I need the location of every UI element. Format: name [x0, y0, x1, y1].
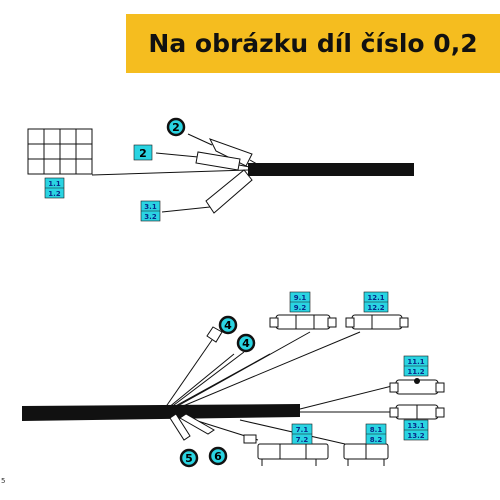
connector-11 — [389, 378, 445, 395]
tag-8-line1: 8.1 — [370, 426, 383, 434]
tag-1-line1: 1.1 — [48, 180, 61, 188]
tag-8-line2: 8.2 — [370, 436, 383, 444]
callout-4-left: 4 — [218, 315, 238, 335]
callout-4-left-label: 4 — [224, 319, 232, 332]
bottom-branches — [164, 326, 394, 445]
connector-12 — [345, 314, 409, 330]
grid-connector — [27, 128, 93, 175]
callout-2-upper-label: 2 — [172, 121, 180, 134]
tag-7-line2: 7.2 — [296, 436, 309, 444]
tag-12: 12.1 12.2 — [363, 291, 389, 313]
tag-3-line2: 3.2 — [144, 213, 157, 221]
tag-3-line1: 3.1 — [144, 203, 157, 211]
callout-4-right-label: 4 — [242, 337, 250, 350]
tag-11-line1: 11.1 — [407, 358, 424, 366]
top-harness-trunk — [248, 163, 414, 176]
top-branch-lower — [161, 169, 256, 214]
callout-5-label: 5 — [185, 452, 193, 465]
tag-12-line2: 12.2 — [367, 304, 384, 312]
title-banner: Na obrázku díl číslo 0,2 — [126, 14, 500, 73]
top-branch-middle — [155, 151, 256, 171]
tag-7-line1: 7.1 — [296, 426, 309, 434]
callout-4-right: 4 — [236, 333, 256, 353]
tag-13-line1: 13.1 — [407, 422, 424, 430]
top-assembly: 2 2 1.1 1.2 3.1 3.2 — [27, 117, 414, 222]
corner-mark: 5 — [1, 477, 5, 485]
tag-7: 7.1 7.2 — [291, 423, 313, 445]
callout-5: 5 — [179, 448, 199, 468]
callout-2-lower: 2 — [133, 144, 153, 161]
bottom-harness-trunk — [22, 404, 300, 421]
connector-8 — [343, 443, 389, 466]
tag-11: 11.1 11.2 — [403, 355, 429, 377]
tag-13: 13.1 13.2 — [403, 419, 429, 441]
tag-12-line1: 12.1 — [367, 294, 384, 302]
callout-6-label: 6 — [214, 450, 222, 463]
tag-9-line1: 9.1 — [294, 294, 307, 302]
callout-2-lower-label: 2 — [139, 147, 147, 160]
top-wire-main — [91, 169, 249, 176]
connector-9 — [269, 314, 337, 330]
tag-9-line2: 9.2 — [294, 304, 307, 312]
callout-2-upper: 2 — [166, 117, 186, 137]
tag-8: 8.1 8.2 — [365, 423, 387, 445]
tag-1-line2: 1.2 — [48, 190, 61, 198]
connector-13 — [389, 404, 445, 420]
bottom-assembly: 4 4 5 6 9.1 9.2 12.1 12.2 — [22, 291, 445, 468]
callout-6: 6 — [208, 446, 228, 466]
title-text: Na obrázku díl číslo 0,2 — [148, 29, 478, 58]
tag-13-line2: 13.2 — [407, 432, 424, 440]
tag-1: 1.1 1.2 — [44, 177, 65, 199]
tag-3: 3.1 3.2 — [140, 200, 161, 222]
tag-9: 9.1 9.2 — [289, 291, 311, 313]
tag-11-line2: 11.2 — [407, 368, 424, 376]
